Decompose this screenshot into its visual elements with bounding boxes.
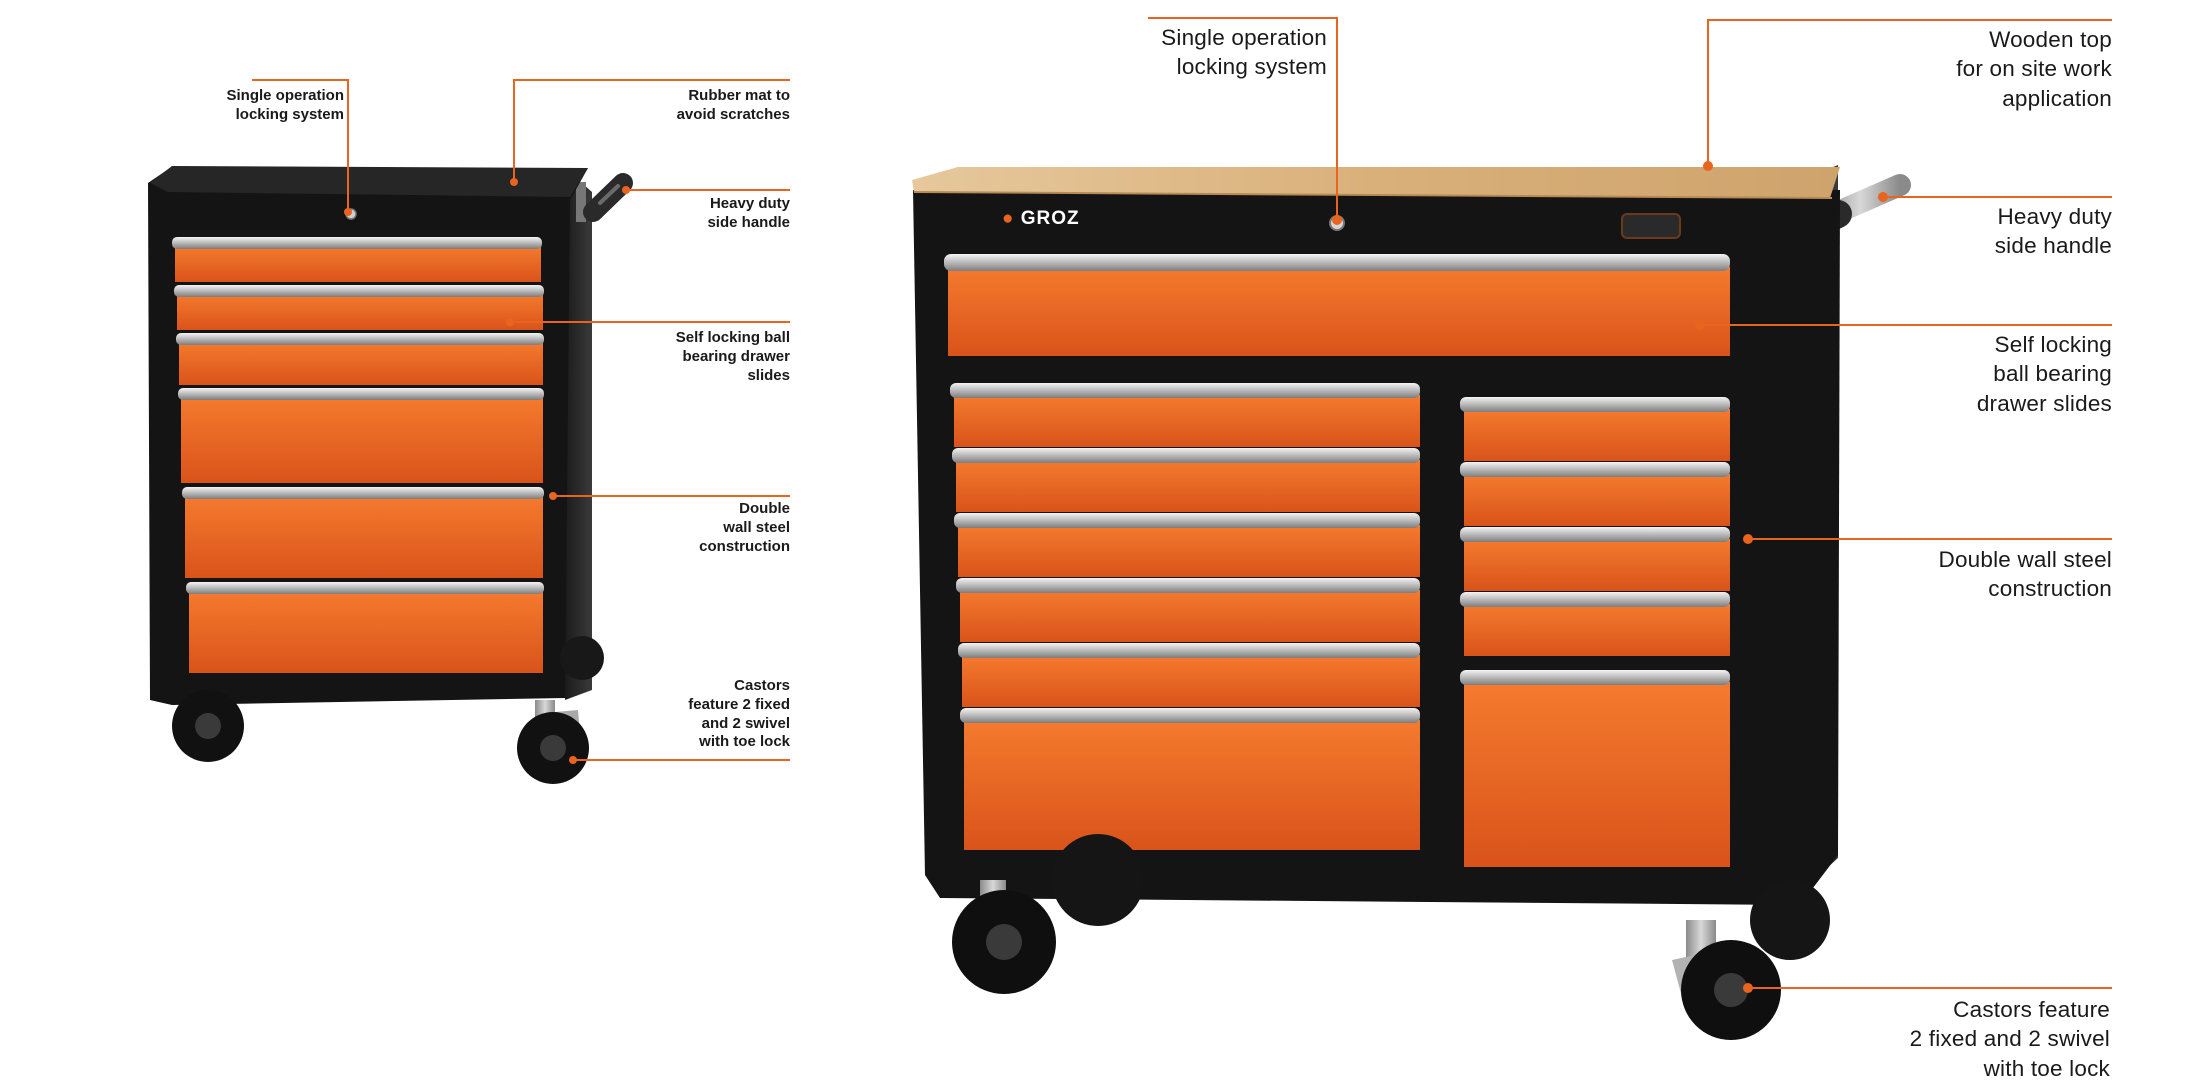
- small-callout-leaders: [252, 79, 790, 761]
- small-callout-double-wall: Double wall steel construction: [699, 500, 790, 555]
- large-cabinet-castors: [952, 834, 1830, 1040]
- small-cabinet-castors: [172, 636, 604, 784]
- small-tool-cabinet: [148, 166, 633, 784]
- series-badge: [1621, 213, 1681, 239]
- wooden-top: [912, 167, 1840, 198]
- small-callout-locking-system: Single operation locking system: [226, 87, 344, 123]
- small-cabinet-drawers: [172, 237, 544, 673]
- small-callout-castors: Castors feature 2 fixed and 2 swivel wit…: [688, 677, 790, 751]
- rubber-mat: [150, 166, 588, 197]
- large-cabinet-right-drawers: [1460, 397, 1730, 867]
- small-cabinet-side-handle: [576, 173, 633, 222]
- large-tool-cabinet: [912, 165, 1911, 1040]
- large-callout-leaders: [1148, 17, 2112, 989]
- large-callout-wooden-top: Wooden top for on site work application: [1956, 27, 2112, 111]
- small-callout-side-handle: Heavy duty side handle: [707, 195, 790, 231]
- large-callout-side-handle: Heavy duty side handle: [1994, 204, 2112, 259]
- large-callout-dots: [1332, 161, 1888, 993]
- large-callout-double-wall: Double wall steel construction: [1938, 547, 2112, 602]
- small-callout-rubber-mat: Rubber mat to avoid scratches: [676, 87, 790, 123]
- small-callout-drawer-slides: Self locking ball bearing drawer slides: [675, 329, 790, 384]
- large-callout-locking-system: Single operation locking system: [1161, 25, 1327, 80]
- groz-logo: ● GROZ: [1002, 208, 1080, 229]
- small-cabinet-side-panel: [565, 168, 592, 700]
- large-callout-drawer-slides: Self locking ball bearing drawer slides: [1976, 332, 2112, 416]
- large-callout-castors: Castors feature 2 fixed and 2 swivel wit…: [1909, 997, 2110, 1081]
- small-callout-dots: [344, 178, 630, 764]
- large-cabinet-left-drawers: [950, 383, 1420, 850]
